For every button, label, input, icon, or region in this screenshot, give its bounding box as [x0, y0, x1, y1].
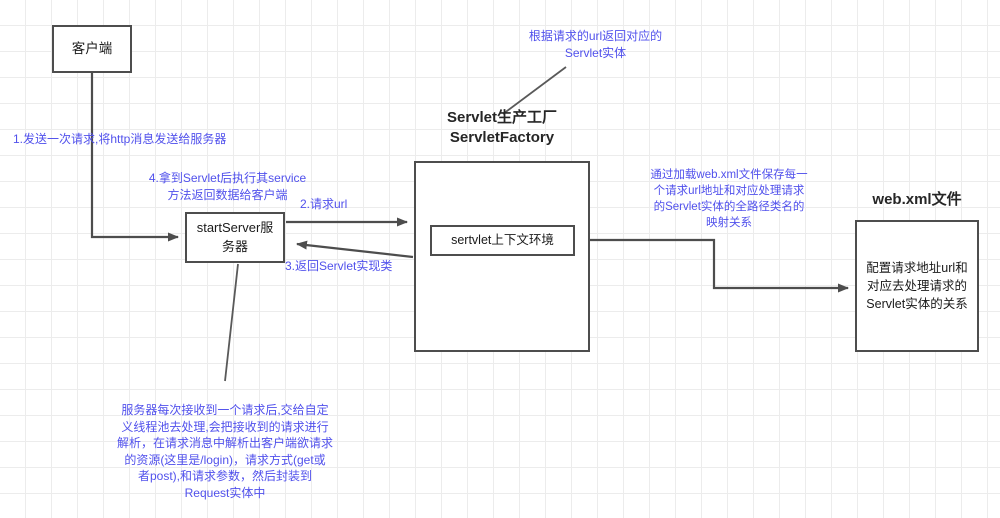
annotation-webxml-mapping: 通过加载web.xml文件保存每一 个请求url地址和对应处理请求 的Servl… — [650, 169, 808, 229]
node-client[interactable]: 客户端 — [52, 25, 132, 73]
annotation-step-1: 1.发送一次请求,将http消息发送给服务器 — [13, 132, 227, 146]
leader-top-note — [502, 66, 567, 115]
edge-client-to-server — [90, 73, 179, 242]
edge-factory-to-server — [296, 240, 414, 259]
node-servlet-factory[interactable] — [414, 161, 590, 352]
annotation-url-returns-servlet: 根据请求的url返回对应的 Servlet实体 — [528, 29, 663, 60]
edge-context-to-webxml — [575, 238, 849, 293]
node-client-label: 客户端 — [71, 41, 113, 57]
node-webxml-file[interactable]: 配置请求地址url和对应去处理请求的Servlet实体的关系 — [855, 220, 979, 352]
title-servlet-factory: Servlet生产工厂 ServletFactory — [446, 109, 558, 147]
node-start-server-label: startServer服务器 — [196, 219, 274, 254]
leader-bottom-note — [224, 263, 239, 382]
annotation-step-3: 3.返回Servlet实现类 — [285, 259, 393, 273]
annotation-server-thread-pool: 服务器每次接收到一个请求后,交给自定 义线程池去处理,会把接收到的请求进行 解析… — [116, 403, 333, 500]
node-servlet-context-label: sertvlet上下文环境 — [451, 233, 554, 248]
annotation-step-2: 2.请求url — [300, 197, 348, 211]
node-webxml-file-label: 配置请求地址url和对应去处理请求的Servlet实体的关系 — [866, 260, 968, 312]
annotation-step-4: 4.拿到Servlet后执行其service 方法返回数据给客户端 — [148, 171, 307, 202]
node-start-server[interactable]: startServer服务器 — [185, 212, 285, 263]
node-servlet-context[interactable]: sertvlet上下文环境 — [430, 225, 575, 256]
title-webxml-file: web.xml文件 — [872, 191, 962, 208]
